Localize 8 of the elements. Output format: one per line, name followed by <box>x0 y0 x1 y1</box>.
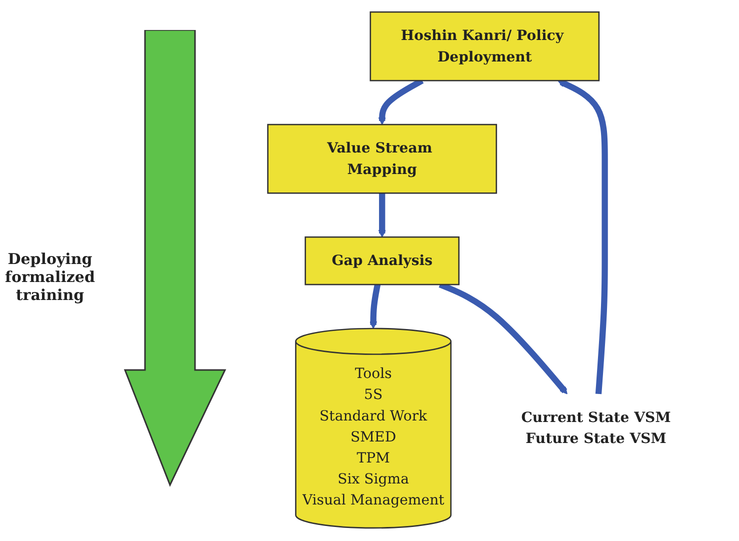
node-text: Current State VSM Future State VSM <box>521 408 671 447</box>
arrow <box>369 284 381 329</box>
node-box: Value Stream Mapping <box>267 124 498 194</box>
node-box: Gap Analysis <box>304 236 460 286</box>
node-box: Hoshin Kanri/ Policy Deployment <box>370 11 600 82</box>
side-note: Deploying formalized training <box>4 250 96 304</box>
arrow <box>558 79 608 394</box>
arrow <box>378 193 386 238</box>
